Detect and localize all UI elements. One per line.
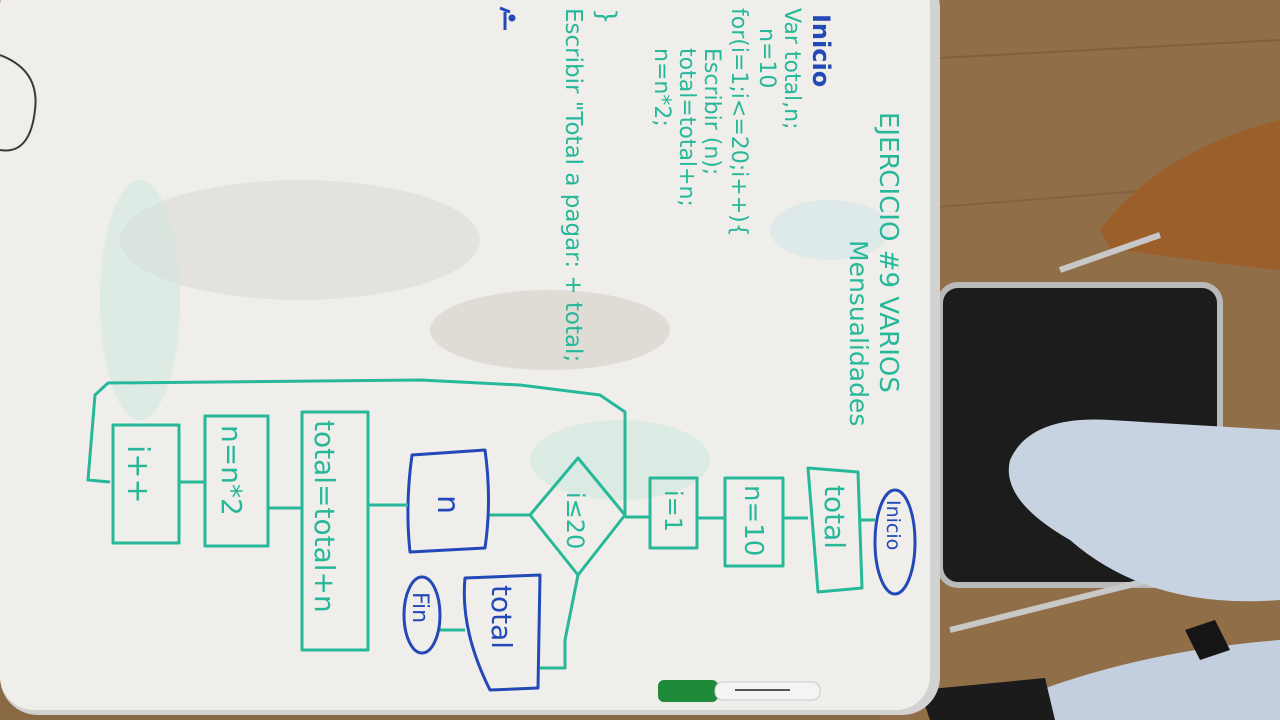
code-line-9: Escribir "Total a pagar: + total; [560,8,586,362]
init-i-label: i=1 [659,490,687,532]
heading-line1: EJERCICIO #9 VARIOS [873,112,903,393]
flowchart: Inicio total n=10 i=1 i≤20 n total=total… [86,378,917,692]
accumulate-label: total=total+n [308,420,341,613]
init-n-box [723,476,785,568]
double-n-label: n=n*2 [215,425,248,516]
declare-box [806,466,864,594]
code-line-5: Escribir (n); [699,48,724,175]
pseudocode: Inicio Var total,n; n=10 for(i=1;i<=20;i… [560,8,835,362]
marker [658,680,821,702]
person-legs [920,419,1280,720]
start-terminal [873,488,917,596]
heading-line2: Mensualidades [844,240,873,426]
start-label: Inicio [882,500,904,550]
code-line-7: n=n*2; [649,48,674,127]
blue-scribble [499,6,516,30]
code-line-4: for(i=1;i<=20;i++){ [726,8,751,237]
end-terminal [402,575,442,655]
output-n-label: n [430,495,465,514]
output-total-label: total [485,585,518,649]
output-total-box [462,573,542,692]
code-line-8: } [591,8,621,25]
accumulate-box [300,410,370,652]
output-n-box [406,448,490,554]
declare-label: total [818,485,851,549]
init-i-box [648,476,699,550]
code-line-3: n=10 [754,28,779,88]
increment-box [111,423,181,545]
heading: EJERCICIO #9 VARIOS Mensualidades [844,112,903,426]
condition-label: i≤20 [561,492,589,549]
brown-bag [1100,120,1280,270]
init-n-label: n=10 [738,485,768,556]
end-label: Fin [407,592,432,623]
code-line-1: Inicio [807,14,835,87]
increment-label: i++ [120,445,155,504]
loop-back-line [86,378,627,517]
code-line-6: total=total+n; [674,48,699,207]
code-line-2: Var total,n; [779,8,804,130]
